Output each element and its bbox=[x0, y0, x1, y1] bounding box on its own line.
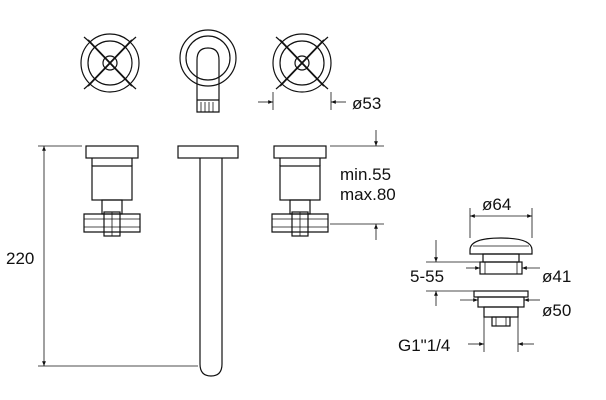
dimension-waste-cap: ø64 bbox=[469, 195, 533, 238]
waste-drain bbox=[469, 237, 533, 327]
projection-min-label: min.55 bbox=[340, 165, 391, 184]
waste-flange-diameter-label: ø50 bbox=[542, 301, 571, 320]
front-view-spout bbox=[177, 145, 239, 377]
dimension-handle-diameter: ø53 bbox=[258, 92, 381, 113]
waste-body-diameter-label: ø41 bbox=[542, 267, 571, 286]
dimension-waste-height: 5-55 bbox=[410, 240, 480, 306]
dimension-waste-thread: G1"1/4 bbox=[398, 317, 534, 355]
waste-thread-label: G1"1/4 bbox=[398, 336, 450, 355]
front-view-right-valve bbox=[271, 145, 329, 237]
waste-cap-diameter-label: ø64 bbox=[482, 195, 511, 214]
waste-height-label: 5-55 bbox=[410, 267, 444, 286]
top-view-left-cross-handle bbox=[80, 33, 140, 93]
projection-max-label: max.80 bbox=[340, 185, 396, 204]
dimension-waste-flange: ø50 bbox=[460, 298, 571, 320]
height-label: 220 bbox=[6, 249, 34, 268]
dimension-waste-body: ø41 bbox=[466, 266, 571, 286]
top-view-spout bbox=[179, 29, 237, 113]
handle-diameter-label: ø53 bbox=[352, 94, 381, 113]
front-view-left-valve bbox=[83, 145, 141, 237]
top-view-right-cross-handle bbox=[272, 33, 332, 93]
dimension-height: 220 bbox=[6, 145, 198, 367]
dimension-projection: min.55 max.80 bbox=[330, 130, 396, 240]
